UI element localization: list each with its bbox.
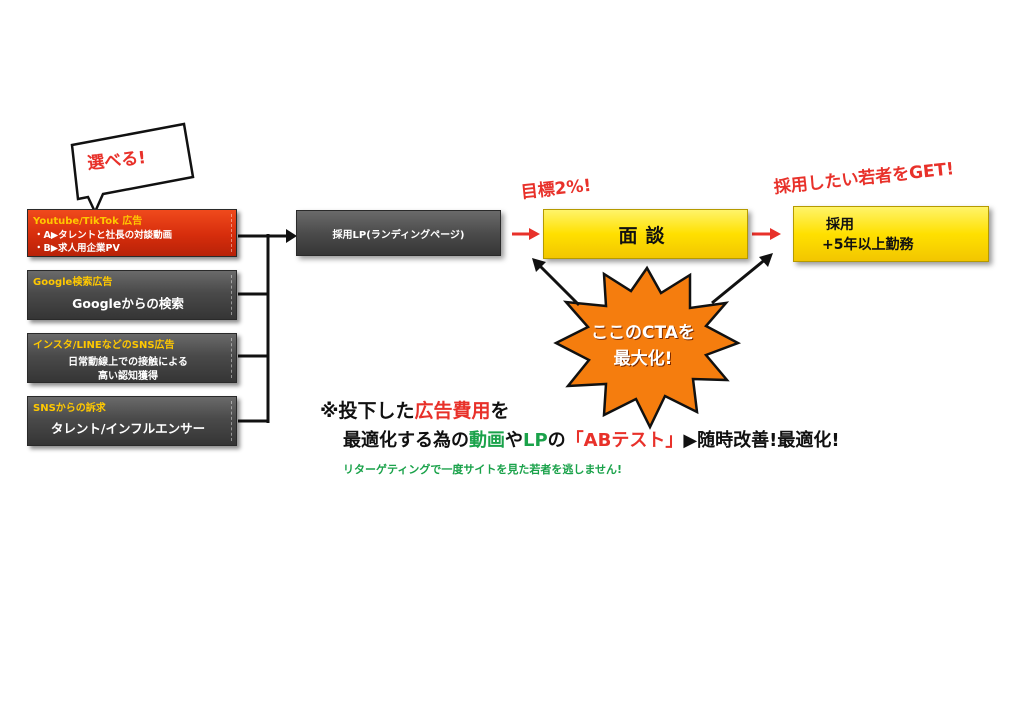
- hire-line: 採用: [826, 217, 854, 233]
- note-text: 最適化する為の: [343, 430, 469, 451]
- note-highlight: 動画: [469, 430, 505, 451]
- channel-line: 日常動線上での接触による: [68, 357, 188, 368]
- hire-line: +5年以上勤務: [822, 237, 914, 253]
- note-line-2: 最適化する為の動画やLPの「ABテスト」▶随時改善!最適化!: [343, 426, 840, 452]
- channel-connector: [238, 234, 286, 423]
- cta-burst: [553, 265, 742, 430]
- channel-line: 高い認知獲得: [98, 371, 158, 382]
- flow-arrows-red: [512, 228, 781, 240]
- channel-line: タレント/インフルエンサー: [50, 421, 206, 436]
- channel-title: Youtube/TikTok 広告: [33, 216, 143, 227]
- note-highlight: 広告費用: [414, 400, 491, 422]
- channel-youtube-tiktok: Youtube/TikTok 広告 ・A▶タレントと社長の対談動画 ・B▶求人用…: [27, 209, 237, 257]
- note-highlight: LP: [523, 430, 548, 451]
- lp-box: 採用LP(ランディングページ): [296, 210, 501, 256]
- note-text: ▶随時改善!最適化!: [683, 430, 840, 451]
- channel-title: SNSからの訴求: [33, 403, 106, 414]
- hire-box: 採用 +5年以上勤務: [793, 206, 989, 262]
- channel-sns-ads: インスタ/LINEなどのSNS広告 日常動線上での接触による 高い認知獲得: [27, 333, 237, 383]
- channel-title: Google検索広告: [33, 277, 113, 288]
- channel-sns-appeal: SNSからの訴求 タレント/インフルエンサー: [27, 396, 237, 446]
- speech-bubble: [70, 122, 195, 216]
- channel-title: インスタ/LINEなどのSNS広告: [33, 340, 175, 351]
- channel-line: ・A▶タレントと社長の対談動画: [34, 230, 173, 241]
- note-text: の: [547, 430, 566, 451]
- burst-text: ここのCTAを 最大化!: [568, 320, 718, 372]
- channel-line: Googleからの検索: [72, 296, 184, 311]
- note-line-3: リターゲティングで一度サイトを見た若者を逃しません!: [343, 463, 623, 476]
- cta-arrows: [532, 253, 773, 307]
- note-highlight: 「ABテスト」: [565, 430, 684, 451]
- channel-line: ・B▶求人用企業PV: [34, 243, 120, 254]
- interview-box: 面談: [543, 209, 748, 259]
- channel-google-search: Google検索広告 Googleからの検索: [27, 270, 237, 320]
- note-text: を: [490, 400, 510, 422]
- burst-line: 最大化!: [613, 349, 673, 369]
- burst-line: ここのCTAを: [591, 323, 695, 343]
- note-text: や: [505, 430, 523, 451]
- note-text: ※投下した: [320, 400, 415, 422]
- note-line-1: ※投下した広告費用を: [320, 396, 510, 423]
- arrow-to-lp: [286, 229, 297, 243]
